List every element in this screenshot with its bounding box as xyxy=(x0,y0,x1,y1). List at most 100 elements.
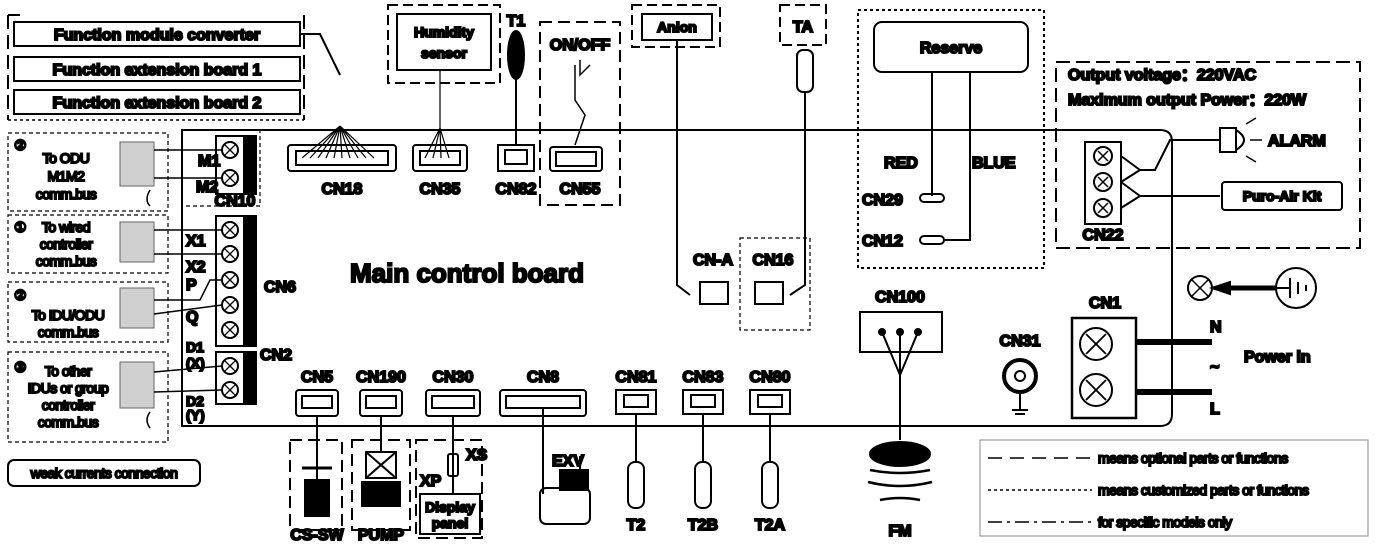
d2y-label: (Y) xyxy=(186,407,205,423)
cn8-label: CN8 xyxy=(527,369,559,386)
cn16-label: CN16 xyxy=(753,252,794,269)
function-extension-board-2-label: Function extension board 2 xyxy=(53,95,262,112)
cn6-terminal xyxy=(215,215,257,347)
cn2-label: CN2 xyxy=(260,347,292,364)
output-area xyxy=(1055,61,1361,249)
m2-label: M2 xyxy=(196,179,218,196)
cn81-label: CN81 xyxy=(616,369,657,386)
cs-sw-label: CS-SW xyxy=(290,527,344,544)
cn6-label: CN6 xyxy=(264,279,296,296)
svg-text:M1M2: M1M2 xyxy=(48,168,86,184)
earth-ground xyxy=(1187,267,1317,309)
anion-label: Anion xyxy=(657,19,697,35)
bottom-components xyxy=(289,416,483,539)
svg-text:controller: controller xyxy=(42,397,95,413)
x1-label: X1 xyxy=(186,233,206,250)
legend-optional: means optional parts or functions xyxy=(1098,450,1288,466)
t2b-label: T2B xyxy=(688,517,718,534)
cn100-fan xyxy=(859,311,943,502)
cn22-label: CN22 xyxy=(1083,227,1124,244)
legend-specific: for specific models only xyxy=(1098,514,1232,530)
alarm-label: ALARM xyxy=(1268,133,1326,150)
d2-label: D2 xyxy=(186,393,204,409)
xp-label: XP xyxy=(420,473,442,490)
q-label: Q xyxy=(186,309,198,326)
x2-label: X2 xyxy=(186,259,206,276)
reserve-label: Reserve xyxy=(920,40,982,57)
svg-text:③: ③ xyxy=(14,359,26,375)
cn55-label: CN55 xyxy=(560,181,601,198)
cn29-label: CN29 xyxy=(862,192,903,209)
t1-label: T1 xyxy=(507,13,526,30)
legend-customized: means customized parts or functions xyxy=(1098,482,1309,498)
humidity-sensor-label-1: Humidity xyxy=(414,24,474,40)
exv-valve xyxy=(539,408,591,525)
reserve-module xyxy=(857,9,1045,269)
weak-currents-label: weak currents connection xyxy=(30,465,178,481)
main-board-title: Main control board xyxy=(350,258,584,288)
cn100-label: CN100 xyxy=(875,289,925,306)
svg-text:To wired: To wired xyxy=(42,219,90,235)
cn190-label: CN190 xyxy=(356,369,406,386)
power-in-label: Power in xyxy=(1244,349,1311,366)
cn83-label: CN83 xyxy=(683,369,724,386)
cn31-ring xyxy=(1002,358,1038,415)
output-voltage-label: Output voltage：220VAC xyxy=(1068,67,1257,84)
puro-air-label: Puro-Air Kit xyxy=(1243,188,1322,204)
cn10-terminal xyxy=(181,129,261,207)
tilde-label: ~ xyxy=(1210,359,1219,376)
main-board-outline xyxy=(181,129,1173,427)
function-module-converter-label: Function module converter xyxy=(54,27,260,44)
cn10-label: CN10 xyxy=(215,193,256,210)
l-label: L xyxy=(1210,401,1220,418)
cn31-label: CN31 xyxy=(1000,333,1041,350)
cn1-power-terminal xyxy=(1070,316,1212,420)
cn35-label: CN35 xyxy=(420,181,461,198)
svg-text:comm.bus: comm.bus xyxy=(38,414,99,430)
blue-label: BLUE xyxy=(972,155,1016,172)
svg-text:controller: controller xyxy=(40,236,93,252)
d1-label: D1 xyxy=(186,339,204,355)
svg-text:comm.bus: comm.bus xyxy=(36,253,97,269)
ta-sensor xyxy=(739,4,827,331)
svg-text:To IDU/ODU: To IDU/ODU xyxy=(32,307,105,323)
cn18-connector xyxy=(287,125,397,172)
svg-text:To ODU: To ODU xyxy=(43,150,90,166)
cn30-label: CN30 xyxy=(433,369,474,386)
t2a-label: T2A xyxy=(755,517,786,534)
anion-module xyxy=(631,4,729,305)
n-label: N xyxy=(1210,319,1222,336)
humidity-sensor-label-2: sensor xyxy=(421,45,467,61)
cn18-label: CN18 xyxy=(322,181,363,198)
onoff-label: ON/OFF xyxy=(550,37,611,54)
legend xyxy=(979,439,1369,537)
cn2-terminal xyxy=(215,351,257,405)
svg-text:To other: To other xyxy=(45,363,92,379)
m1-label: M1 xyxy=(198,153,220,170)
fm-label: FM xyxy=(888,523,911,540)
left-group-3: ② To IDU/ODU comm.bus xyxy=(13,286,106,341)
temp-sensors xyxy=(627,414,779,509)
left-group-2: ① To wired controller comm.bus xyxy=(13,218,98,270)
red-label: RED xyxy=(884,155,918,172)
pump-label: PUMP xyxy=(358,527,405,544)
cn1-label: CN1 xyxy=(1089,295,1121,312)
left-group-4: ③ To other IDUs or group controller comm… xyxy=(13,358,111,431)
weak-currents-box xyxy=(7,459,201,487)
cn5-label: CN5 xyxy=(301,369,333,386)
svg-text:IDUs or group: IDUs or group xyxy=(28,380,109,396)
xs-label: XS xyxy=(466,447,488,464)
onoff-switch xyxy=(539,21,621,206)
svg-text:comm.bus: comm.bus xyxy=(36,186,97,202)
ta-label: TA xyxy=(793,19,814,36)
svg-text:②: ② xyxy=(14,137,26,153)
display-label-1: Display xyxy=(425,499,475,515)
humidity-sensor xyxy=(387,4,501,172)
left-group-1: ② To ODU M1M2 comm.bus xyxy=(13,136,98,203)
p-label: P xyxy=(186,277,197,294)
svg-text:comm.bus: comm.bus xyxy=(38,324,99,340)
svg-text:②: ② xyxy=(14,287,26,303)
cn-a-label: CN-A xyxy=(693,252,733,269)
